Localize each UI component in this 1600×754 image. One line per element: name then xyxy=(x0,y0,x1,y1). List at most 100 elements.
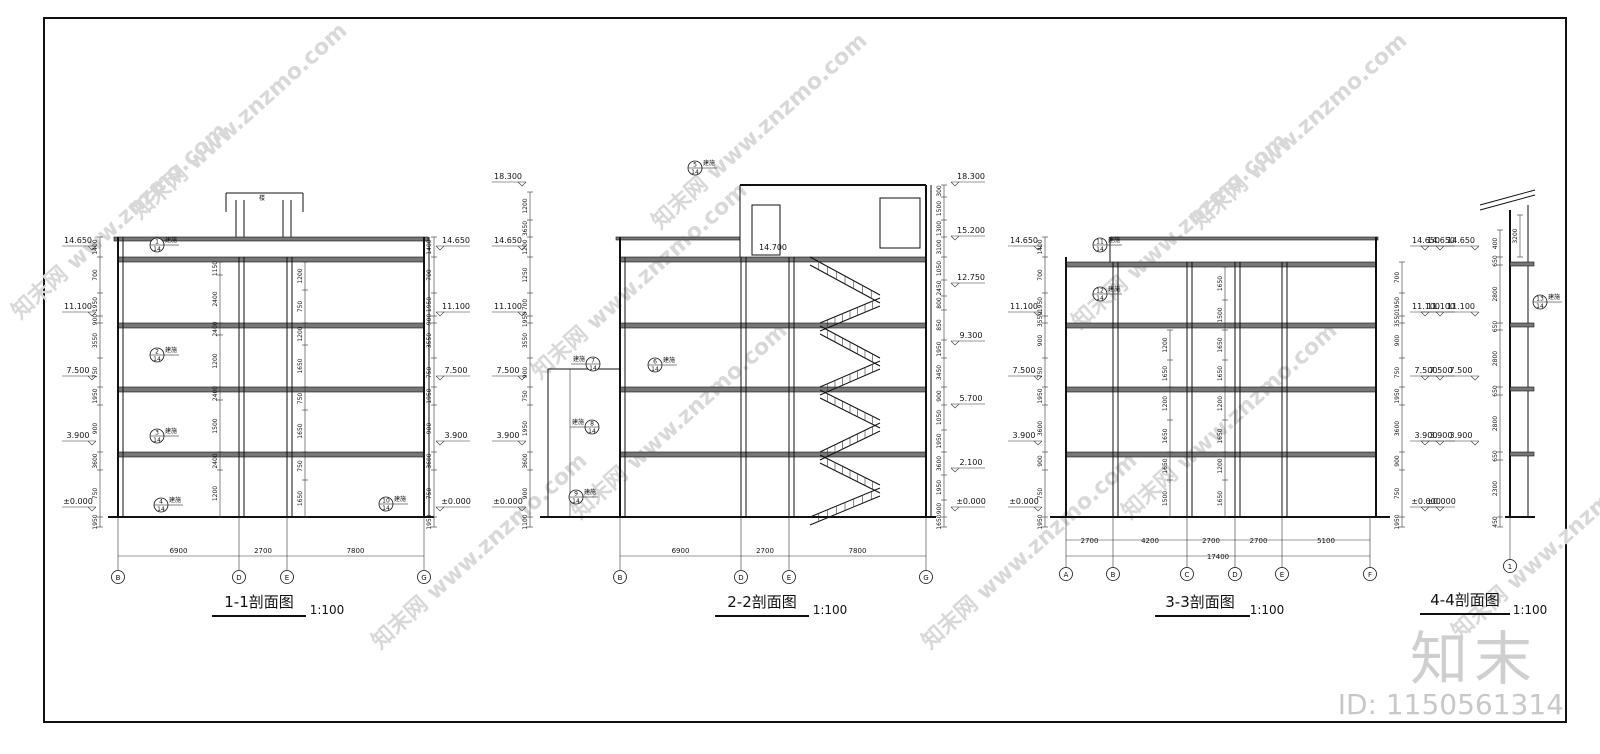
level-triangle xyxy=(1420,245,1430,251)
dimension-text: 900 xyxy=(522,367,529,379)
section-title: 3-3剖面图 xyxy=(1165,593,1235,611)
dimension-text: 700 xyxy=(92,269,99,281)
stair-tower-window xyxy=(879,197,921,249)
callout-sheet: 14 xyxy=(1096,295,1104,302)
grid-axis-bubble xyxy=(1059,567,1073,581)
bay-dimension: 2700 xyxy=(1250,537,1268,545)
level-triangle xyxy=(87,440,97,446)
level-triangle xyxy=(950,467,960,473)
level-mark: ±0.000 xyxy=(492,497,527,512)
dimension-text: 1500 xyxy=(212,418,219,433)
level-triangle xyxy=(950,235,960,241)
level-value: 3.900 xyxy=(1430,431,1453,440)
brand-logo: 知末 xyxy=(1409,625,1538,693)
dimension-text: 900 xyxy=(92,423,99,435)
dimension-text: 1950 xyxy=(522,312,529,327)
level-mark: 9.300 xyxy=(950,331,985,346)
dimension-text: 1100 xyxy=(522,514,529,529)
dimension-text: 650 xyxy=(1492,321,1499,333)
section-scale: 1:100 xyxy=(310,603,345,617)
dimension-text: 1950 xyxy=(426,514,433,529)
dimension-text: 1950 xyxy=(92,514,99,529)
level-triangle xyxy=(1420,440,1430,446)
grid-axis-bubble xyxy=(734,570,748,584)
callout-sheet: 14 xyxy=(157,506,165,513)
callout-number: 13 xyxy=(1536,296,1544,303)
callout-ref-label: 建施 xyxy=(1548,293,1560,301)
dimension-text: 900 xyxy=(522,488,529,500)
level-value: 11.100 xyxy=(1447,302,1475,311)
bay-dimension: 4200 xyxy=(1141,537,1159,545)
dimension-text: 1650 xyxy=(1217,276,1224,291)
level-value: 7.500 xyxy=(1430,366,1453,375)
level-triangle xyxy=(1470,245,1480,251)
floor-slab xyxy=(1509,386,1535,392)
dimension-text: 1950 xyxy=(936,480,943,495)
dimension-text: 450 xyxy=(1492,516,1499,528)
dimension-text: 2800 xyxy=(1492,286,1499,301)
dimension-text: 1950 xyxy=(522,421,529,436)
dimension-text: 1950 xyxy=(92,297,99,312)
dimension-text: 750 xyxy=(522,390,529,402)
level-value: 5.700 xyxy=(960,394,983,403)
level-value: ±0.000 xyxy=(441,497,471,506)
section-scale: 1:100 xyxy=(813,603,848,617)
dimension-text: 3450 xyxy=(936,365,943,380)
dimension-text: 1950 xyxy=(936,341,943,356)
level-triangle xyxy=(87,506,97,512)
dimension-text: 1400 xyxy=(92,239,99,254)
grid-axis-label: E xyxy=(285,574,289,582)
floor-slab xyxy=(1509,322,1535,328)
section-scale: 1:100 xyxy=(1513,603,1548,617)
level-mark: 3.900 xyxy=(435,431,470,446)
floor-slab xyxy=(1509,451,1535,457)
dimension-text: 750 xyxy=(92,367,99,379)
dimension-text: 1950 xyxy=(1037,514,1044,529)
total-dimension: 17400 xyxy=(1207,553,1229,561)
vertical-dimension-chain: 3200 xyxy=(1512,214,1523,258)
floor-slab xyxy=(1509,261,1535,267)
callout-sheet: 14 xyxy=(691,169,699,176)
level-value: 7.500 xyxy=(497,366,520,375)
roof-label: 楼 xyxy=(259,194,265,202)
dimension-text: 1950 xyxy=(1037,388,1044,403)
level-mark: ±0.000 xyxy=(1008,497,1043,512)
section-title: 4-4剖面图 xyxy=(1430,591,1500,609)
level-mark: 14.650 xyxy=(492,236,527,251)
dimension-text: 900 xyxy=(1394,455,1401,467)
level-triangle xyxy=(1033,375,1043,381)
dimension-text: 1200 xyxy=(522,198,529,213)
dimension-text: 900 xyxy=(426,423,433,435)
callout-sheet: 14 xyxy=(589,365,597,372)
vertical-dimension-chain: 3001500130031001050245080085019503450900… xyxy=(936,184,947,530)
dimension-text: 1650 xyxy=(297,423,304,438)
level-value: 9.300 xyxy=(960,331,983,340)
dimension-text: 1650 xyxy=(1217,491,1224,506)
dimension-text: 300 xyxy=(936,185,943,197)
level-value: ±0.000 xyxy=(1009,497,1039,506)
level-triangle xyxy=(435,245,445,251)
grid-axis-bubble xyxy=(1363,567,1377,581)
grid-axis-bubble xyxy=(1275,567,1289,581)
level-triangle xyxy=(1420,506,1430,512)
dimension-text: 3600 xyxy=(1037,421,1044,436)
level-mark: 14.650 xyxy=(1410,236,1445,251)
level-value: 14.650 xyxy=(1010,236,1038,245)
bay-dimension: 6900 xyxy=(672,547,690,555)
level-mark: 3.900 xyxy=(1008,431,1043,446)
level-value: ±0.000 xyxy=(63,497,93,506)
level-value: 11.100 xyxy=(64,302,92,311)
callout-ref-label: 建施 xyxy=(165,427,177,435)
grid-axis-label: D xyxy=(236,574,241,582)
level-value: 14.650 xyxy=(1427,236,1455,245)
level-value: 18.300 xyxy=(494,172,522,181)
floor-slab xyxy=(117,256,425,263)
dimension-text: 700 xyxy=(522,299,529,311)
floor-slab xyxy=(619,256,927,263)
